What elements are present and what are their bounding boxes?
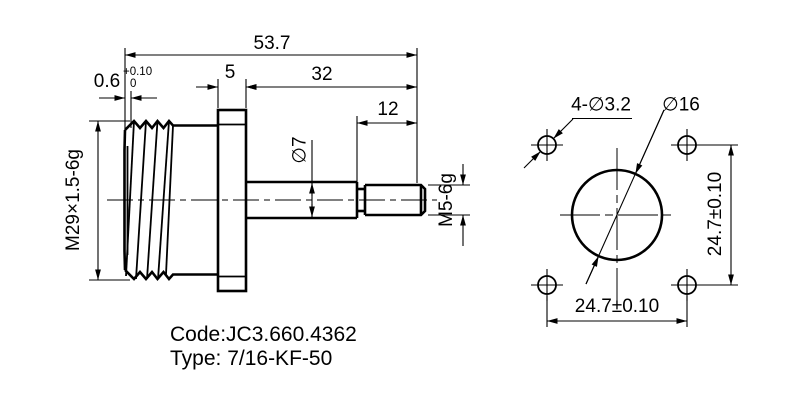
front-view-centerlines [560,148,674,302]
part-type-note: Type: 7/16-KF-50 [170,347,333,370]
shaft-and-stud-outline [246,180,427,220]
hole-crosshairs [531,129,703,301]
dim-body-to-end: 32 [311,64,333,85]
mounting-holes [531,129,703,301]
front-view-dimensions [523,109,738,327]
stud-thread-label: M5-6g [436,173,457,227]
dim-stud-length: 12 [377,99,399,120]
bore-diameter-label: ∅16 [662,94,700,116]
dim-flange-thickness: 5 [224,62,236,83]
shaft-diameter-label: ∅7 [289,136,311,164]
dim-chamfer-value: 0.6 [93,71,121,92]
tolerance-lower: 0 [130,78,137,90]
dim-chamfer-tolerance: +0.10 0 [123,66,152,90]
dim-hole-spacing-vertical: 24.7±0.10 [705,171,726,257]
part-code-note: Code:JC3.660.4362 [170,323,357,346]
center-bore-circle [570,168,664,262]
thread-flank-lines [125,120,174,280]
dim-hole-spacing-horizontal: 24.7±0.10 [574,296,660,317]
dim-total-length: 53.7 [253,33,291,54]
flange-outline [216,108,248,293]
front-view [523,109,738,327]
mounting-holes-label: 4-∅3.2 [571,94,631,116]
thread-spec-label: M29×1.5-6g [63,149,84,251]
side-view [89,48,470,293]
side-view-dimensions [89,48,470,281]
tolerance-upper: +0.10 [123,66,153,78]
